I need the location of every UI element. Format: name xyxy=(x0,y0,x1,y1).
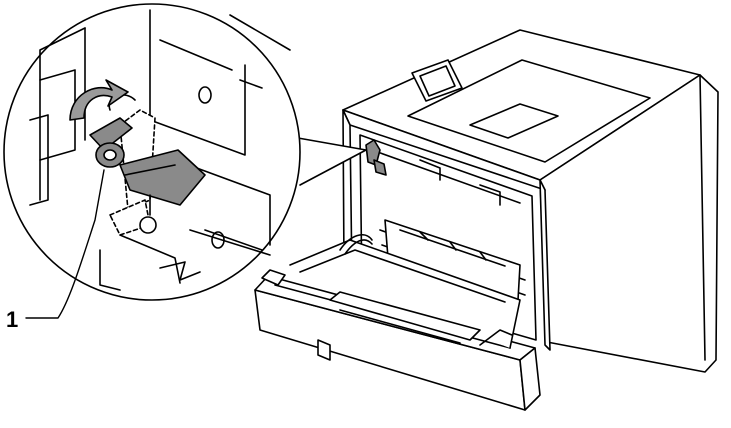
lever-small xyxy=(365,139,387,176)
control-panel xyxy=(411,59,463,102)
rotate-arrow-icon xyxy=(69,79,129,121)
callout-label-1: 1 xyxy=(6,307,19,332)
callout-leader xyxy=(25,169,105,319)
front-cover-open xyxy=(254,234,541,411)
